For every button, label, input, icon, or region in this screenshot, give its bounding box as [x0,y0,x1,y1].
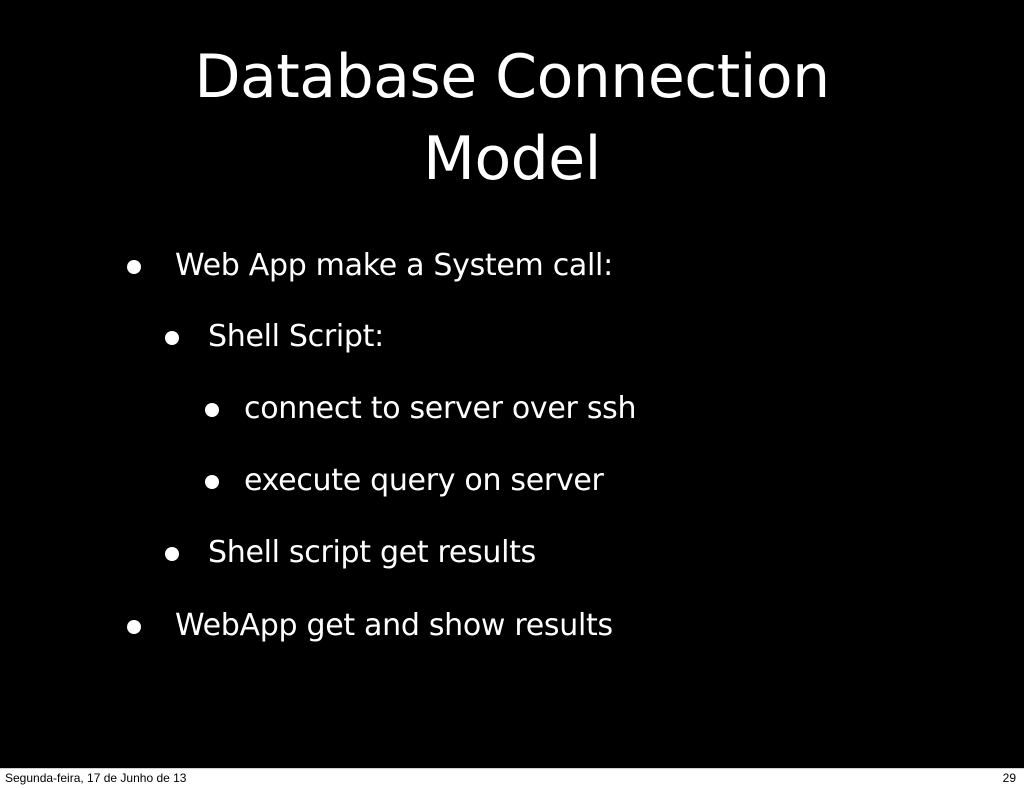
bullet-item: Web App make a System call: [127,246,613,286]
slide-title-line-2: Model [423,124,601,194]
bullet-dot-icon [165,331,179,345]
page-footer: Segunda-feira, 17 de Junho de 13 29 [0,768,1024,788]
footer-date: Segunda-feira, 17 de Junho de 13 [5,771,187,785]
bullet-dot-icon [205,475,219,489]
bullet-dot-icon [165,547,179,561]
bullet-item: execute query on server [205,461,604,501]
bullet-text: connect to server over ssh [244,391,637,426]
bullet-dot-icon [127,620,141,634]
slide-title-line-1: Database Connection [194,42,830,112]
bullet-item: WebApp get and show results [127,606,613,646]
bullet-item: Shell script get results [165,533,536,573]
bullet-list: Web App make a System call: Shell Script… [127,246,637,646]
slide-title: Database Connection Model [0,36,1024,200]
bullet-text: execute query on server [244,463,604,498]
bullet-item: connect to server over ssh [205,389,637,429]
bullet-item: Shell Script: [165,317,384,357]
bullet-text: Web App make a System call: [175,248,613,283]
slide: Database Connection Model Web App make a… [0,0,1024,768]
bullet-dot-icon [205,403,219,417]
bullet-text: Shell Script: [208,319,384,354]
bullet-text: WebApp get and show results [175,608,613,643]
bullet-text: Shell script get results [208,535,536,570]
bullet-dot-icon [127,260,141,274]
page-number: 29 [1002,771,1016,785]
